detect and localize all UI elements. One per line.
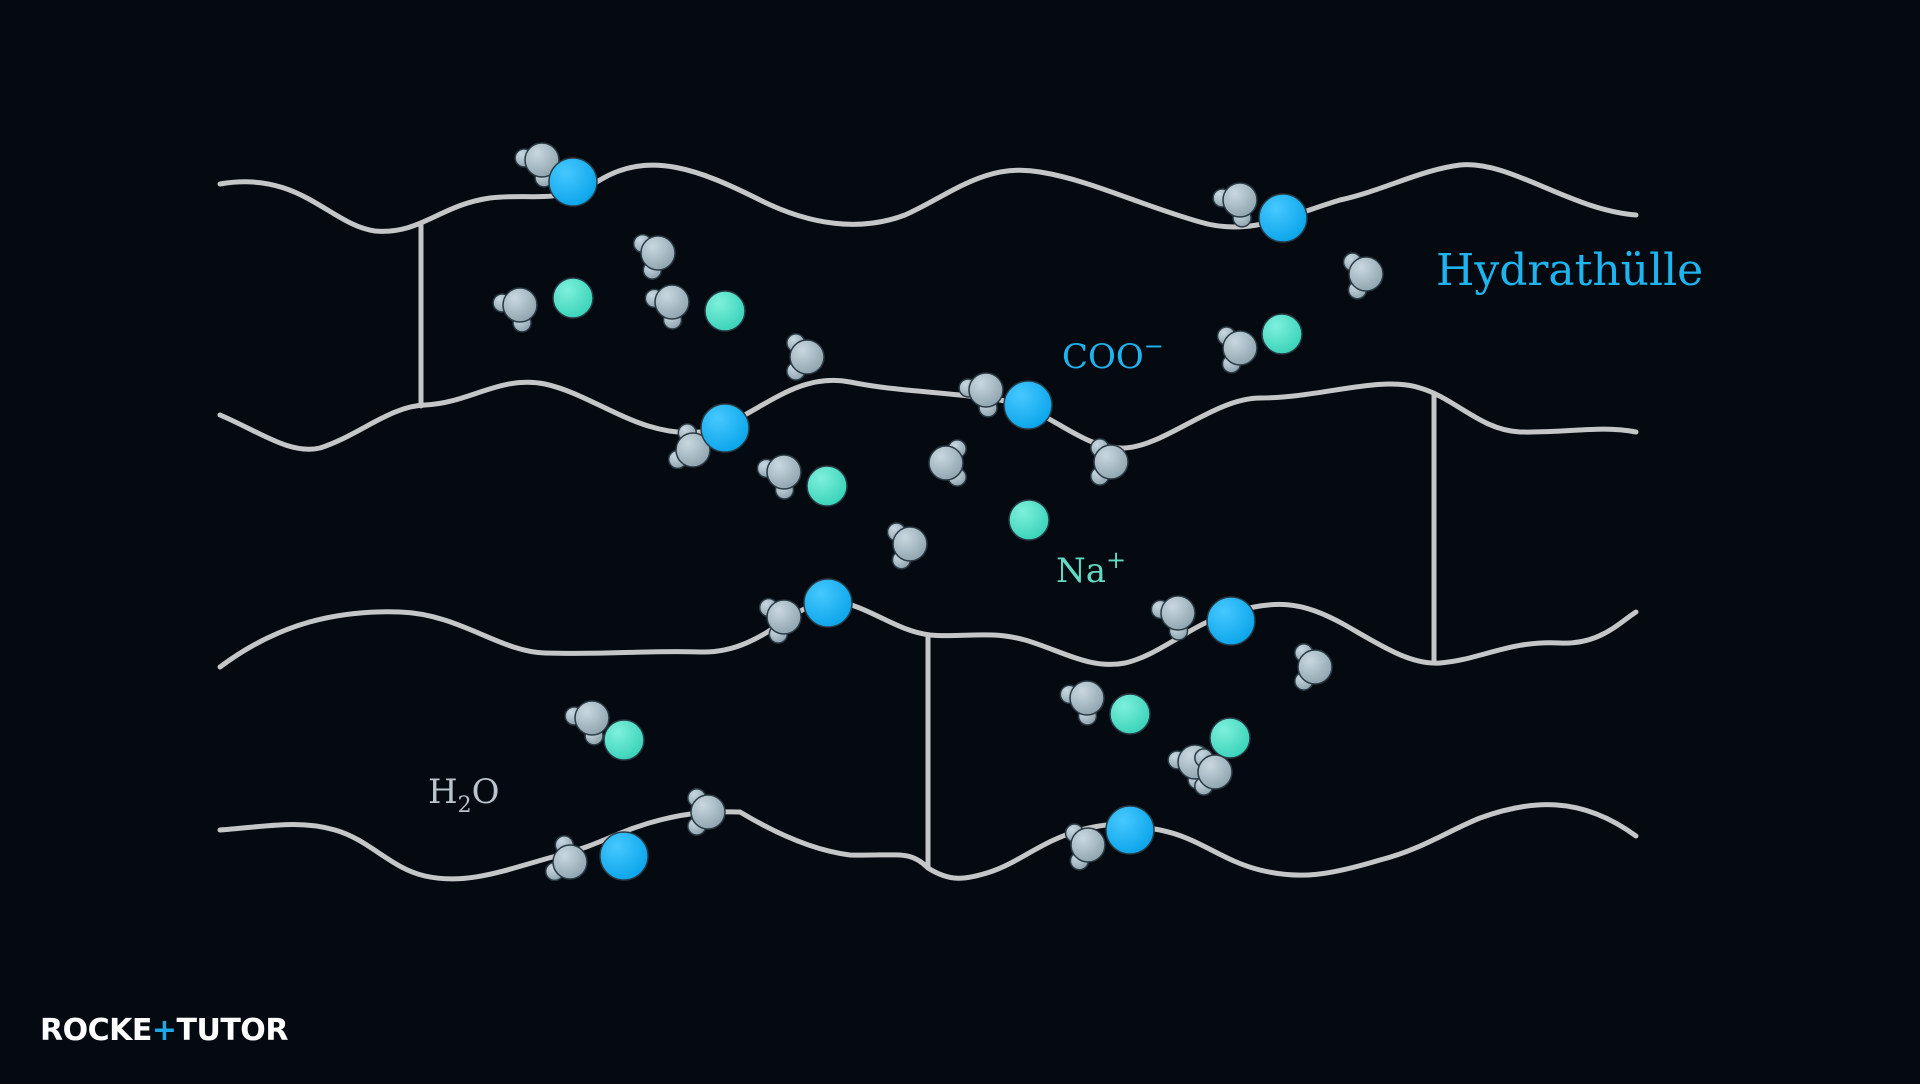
carboxylate-ion — [803, 578, 853, 628]
carboxylate-group — [1212, 182, 1308, 243]
water-molecule — [1294, 643, 1333, 691]
sodium-ion — [806, 465, 848, 507]
water-oxygen-atom — [766, 454, 802, 490]
carboxylate-label-base: COO — [1062, 337, 1144, 377]
water-oxygen-atom — [654, 284, 690, 320]
sodium-ion — [1209, 717, 1251, 759]
water-label-o: O — [472, 772, 500, 812]
water-oxygen-atom — [1222, 182, 1258, 218]
water-molecule — [1194, 748, 1233, 796]
polymer-chain-3 — [217, 599, 1639, 670]
water-oxygen-atom — [1348, 256, 1384, 292]
carboxylate-ion — [548, 157, 598, 207]
water-oxygen-atom — [1069, 680, 1105, 716]
rockettutor-logo: ROCKE+TUTOR — [40, 1013, 288, 1048]
sodium-label: Na+ — [1056, 546, 1126, 591]
sodium-ion-hydrated — [644, 284, 746, 332]
carboxylate-group — [1150, 595, 1256, 646]
water-oxygen-atom — [928, 445, 964, 481]
sodium-ion-hydrated — [1008, 499, 1050, 541]
carboxylate-group — [667, 403, 750, 470]
water-oxygen-atom — [1197, 754, 1233, 790]
crosslinks — [418, 220, 1437, 871]
logo-part-2: TUTO — [177, 1013, 266, 1048]
carboxylate-group — [1064, 805, 1155, 871]
water-oxygen-atom — [524, 142, 560, 178]
water-molecule — [1090, 438, 1129, 486]
water-oxygen-atom — [1297, 649, 1333, 685]
water-label-h: H — [428, 772, 458, 812]
logo-part-3: R — [265, 1013, 288, 1048]
water-oxygen-atom — [502, 287, 538, 323]
sodium-ion-hydrated — [492, 277, 594, 333]
water-molecule — [687, 788, 726, 836]
carboxylate-label-charge: − — [1144, 332, 1164, 360]
water-oxygen-atom — [892, 526, 928, 562]
carboxylate-group — [514, 142, 598, 207]
water-molecule — [1342, 252, 1384, 300]
water-oxygen-atom — [1093, 444, 1129, 480]
sodium-ion-hydrated — [564, 700, 645, 761]
sodium-ion — [704, 290, 746, 332]
carboxylate-group — [544, 831, 649, 882]
sodium-ion-hydrated — [1059, 680, 1151, 735]
carboxylate-ion — [1105, 805, 1155, 855]
water-molecule — [928, 439, 967, 487]
molecules — [492, 142, 1384, 882]
carboxylate-ion — [700, 403, 750, 453]
water-oxygen-atom — [690, 794, 726, 830]
carboxylate-ion — [1206, 596, 1256, 646]
water-oxygen-atom — [968, 372, 1004, 408]
carboxylate-ion — [1258, 193, 1308, 243]
water-label-subscript: 2 — [458, 793, 472, 818]
water-molecule — [632, 233, 676, 280]
sodium-ion — [1261, 313, 1303, 355]
water-oxygen-atom — [640, 235, 676, 271]
water-oxygen-atom — [789, 339, 825, 375]
water-oxygen-atom — [675, 432, 711, 468]
hydration-shell-label: Hydrathülle — [1436, 245, 1703, 296]
water-oxygen-atom — [1160, 595, 1196, 631]
water-molecule — [886, 522, 928, 570]
water-label: H2O — [428, 772, 500, 818]
carboxylate-ion — [1003, 380, 1053, 430]
water-oxygen-atom — [766, 599, 802, 635]
carboxylate-label: COO− — [1062, 332, 1164, 377]
water-oxygen-atom — [1070, 827, 1106, 863]
sodium-ion — [603, 719, 645, 761]
polymer-chain-1 — [217, 162, 1639, 234]
sodium-ion-hydrated — [756, 454, 848, 507]
sodium-ion — [1109, 693, 1151, 735]
water-molecule — [786, 333, 825, 381]
sodium-ion-hydrated — [1216, 313, 1303, 374]
water-oxygen-atom — [552, 844, 588, 880]
water-oxygen-atom — [574, 700, 610, 736]
sodium-label-base: Na — [1056, 551, 1106, 591]
polymer-chain-2 — [217, 377, 1639, 452]
carboxylate-ion — [599, 831, 649, 881]
sodium-ion — [552, 277, 594, 319]
logo-part-1: ROCKE — [40, 1013, 152, 1048]
water-oxygen-atom — [1222, 330, 1258, 366]
carboxylate-group — [758, 578, 853, 644]
sodium-ion — [1008, 499, 1050, 541]
carboxylate-group — [958, 372, 1053, 430]
logo-plus: + — [152, 1013, 177, 1048]
sodium-label-charge: + — [1106, 546, 1126, 574]
